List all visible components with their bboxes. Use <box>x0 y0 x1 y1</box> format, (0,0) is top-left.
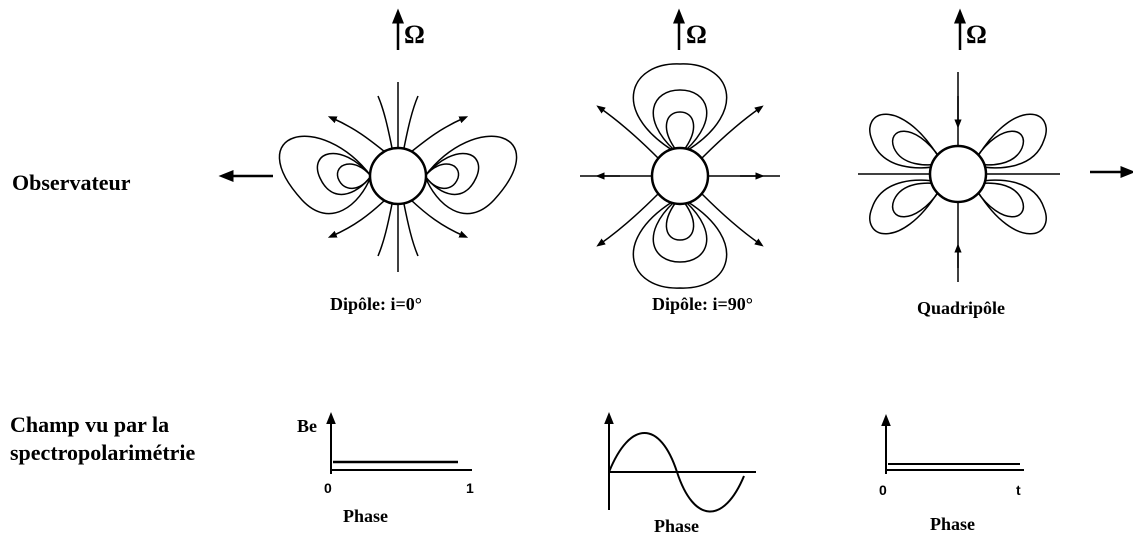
graph-dipole-i0 <box>331 418 472 474</box>
quadrupole-field <box>858 72 1060 282</box>
graph-quadrupole <box>886 420 1024 474</box>
dipole-i0-field <box>279 82 516 272</box>
dipole-i90-field <box>580 64 780 288</box>
graph-dipole-i90 <box>609 418 756 512</box>
